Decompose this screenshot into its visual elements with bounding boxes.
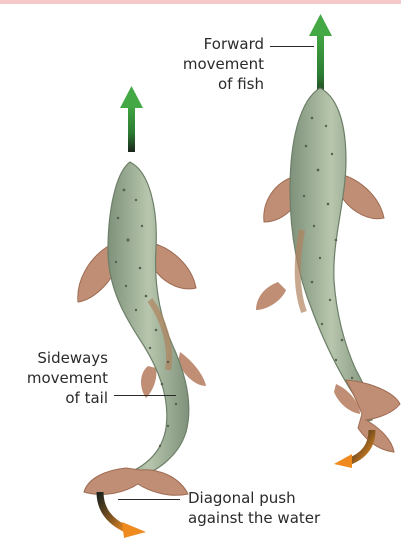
right-fish [256,14,400,468]
diagonal-push-leader-line [118,499,180,500]
left-fish-forward-arrow-icon [120,86,143,152]
forward-movement-label: Forward movement of fish [156,34,264,94]
right-fish-pelvic-fin-left [256,282,286,310]
sideways-movement-label: Sideways movement of tail [6,348,108,408]
right-fish-body [290,88,372,422]
left-fish-body [108,162,189,480]
left-fish-pelvic-fin-left [141,366,156,398]
diagonal-push-label: Diagonal push against the water [188,488,388,528]
left-fish [78,86,206,538]
forward-movement-leader-line [270,46,314,47]
sideways-movement-leader-line [114,395,176,396]
left-fish-tail-fin [84,468,188,495]
